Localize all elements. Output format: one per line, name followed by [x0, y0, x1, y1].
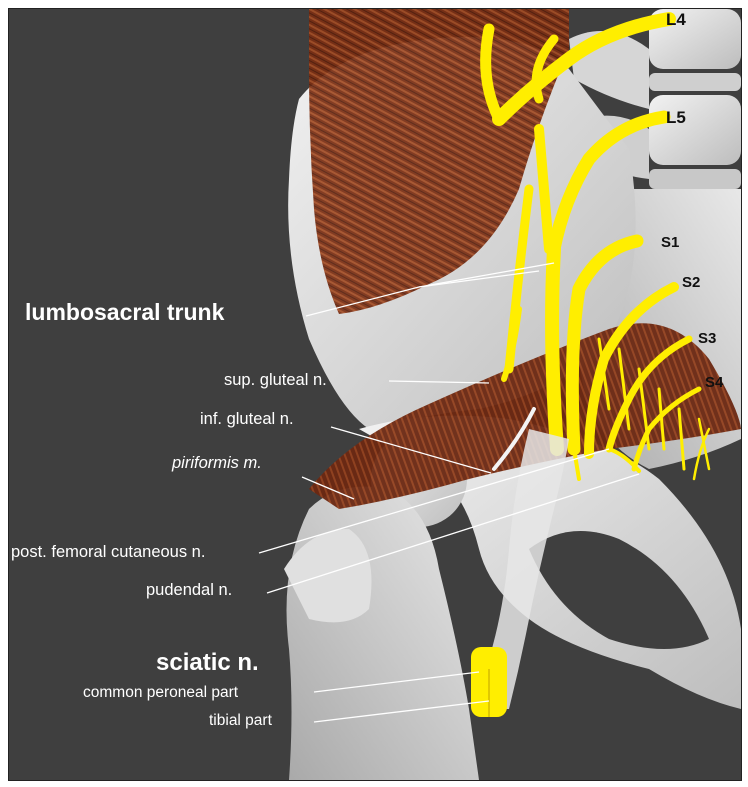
label-common-peroneal: common peroneal part — [83, 685, 238, 701]
anatomy-figure: L4 L5 S1 S2 S3 S4 lumbosacral trunk sup.… — [8, 8, 742, 781]
label-tibial: tibial part — [209, 713, 272, 729]
anatomy-illustration — [9, 9, 741, 780]
label-piriformis: piriformis m. — [172, 455, 262, 472]
label-lumbosacral-trunk: lumbosacral trunk — [25, 301, 224, 324]
label-sciatic: sciatic n. — [156, 651, 259, 675]
level-label-l5: L5 — [666, 109, 686, 126]
level-label-s3: S3 — [698, 331, 716, 346]
level-label-l4: L4 — [666, 11, 686, 28]
level-label-s1: S1 — [661, 235, 679, 250]
level-label-s4: S4 — [705, 375, 723, 390]
label-pudendal: pudendal n. — [146, 582, 232, 599]
level-label-s2: S2 — [682, 275, 700, 290]
label-post-femoral-cutaneous: post. femoral cutaneous n. — [11, 544, 205, 561]
label-inf-gluteal: inf. gluteal n. — [200, 411, 294, 428]
label-sup-gluteal: sup. gluteal n. — [224, 372, 327, 389]
